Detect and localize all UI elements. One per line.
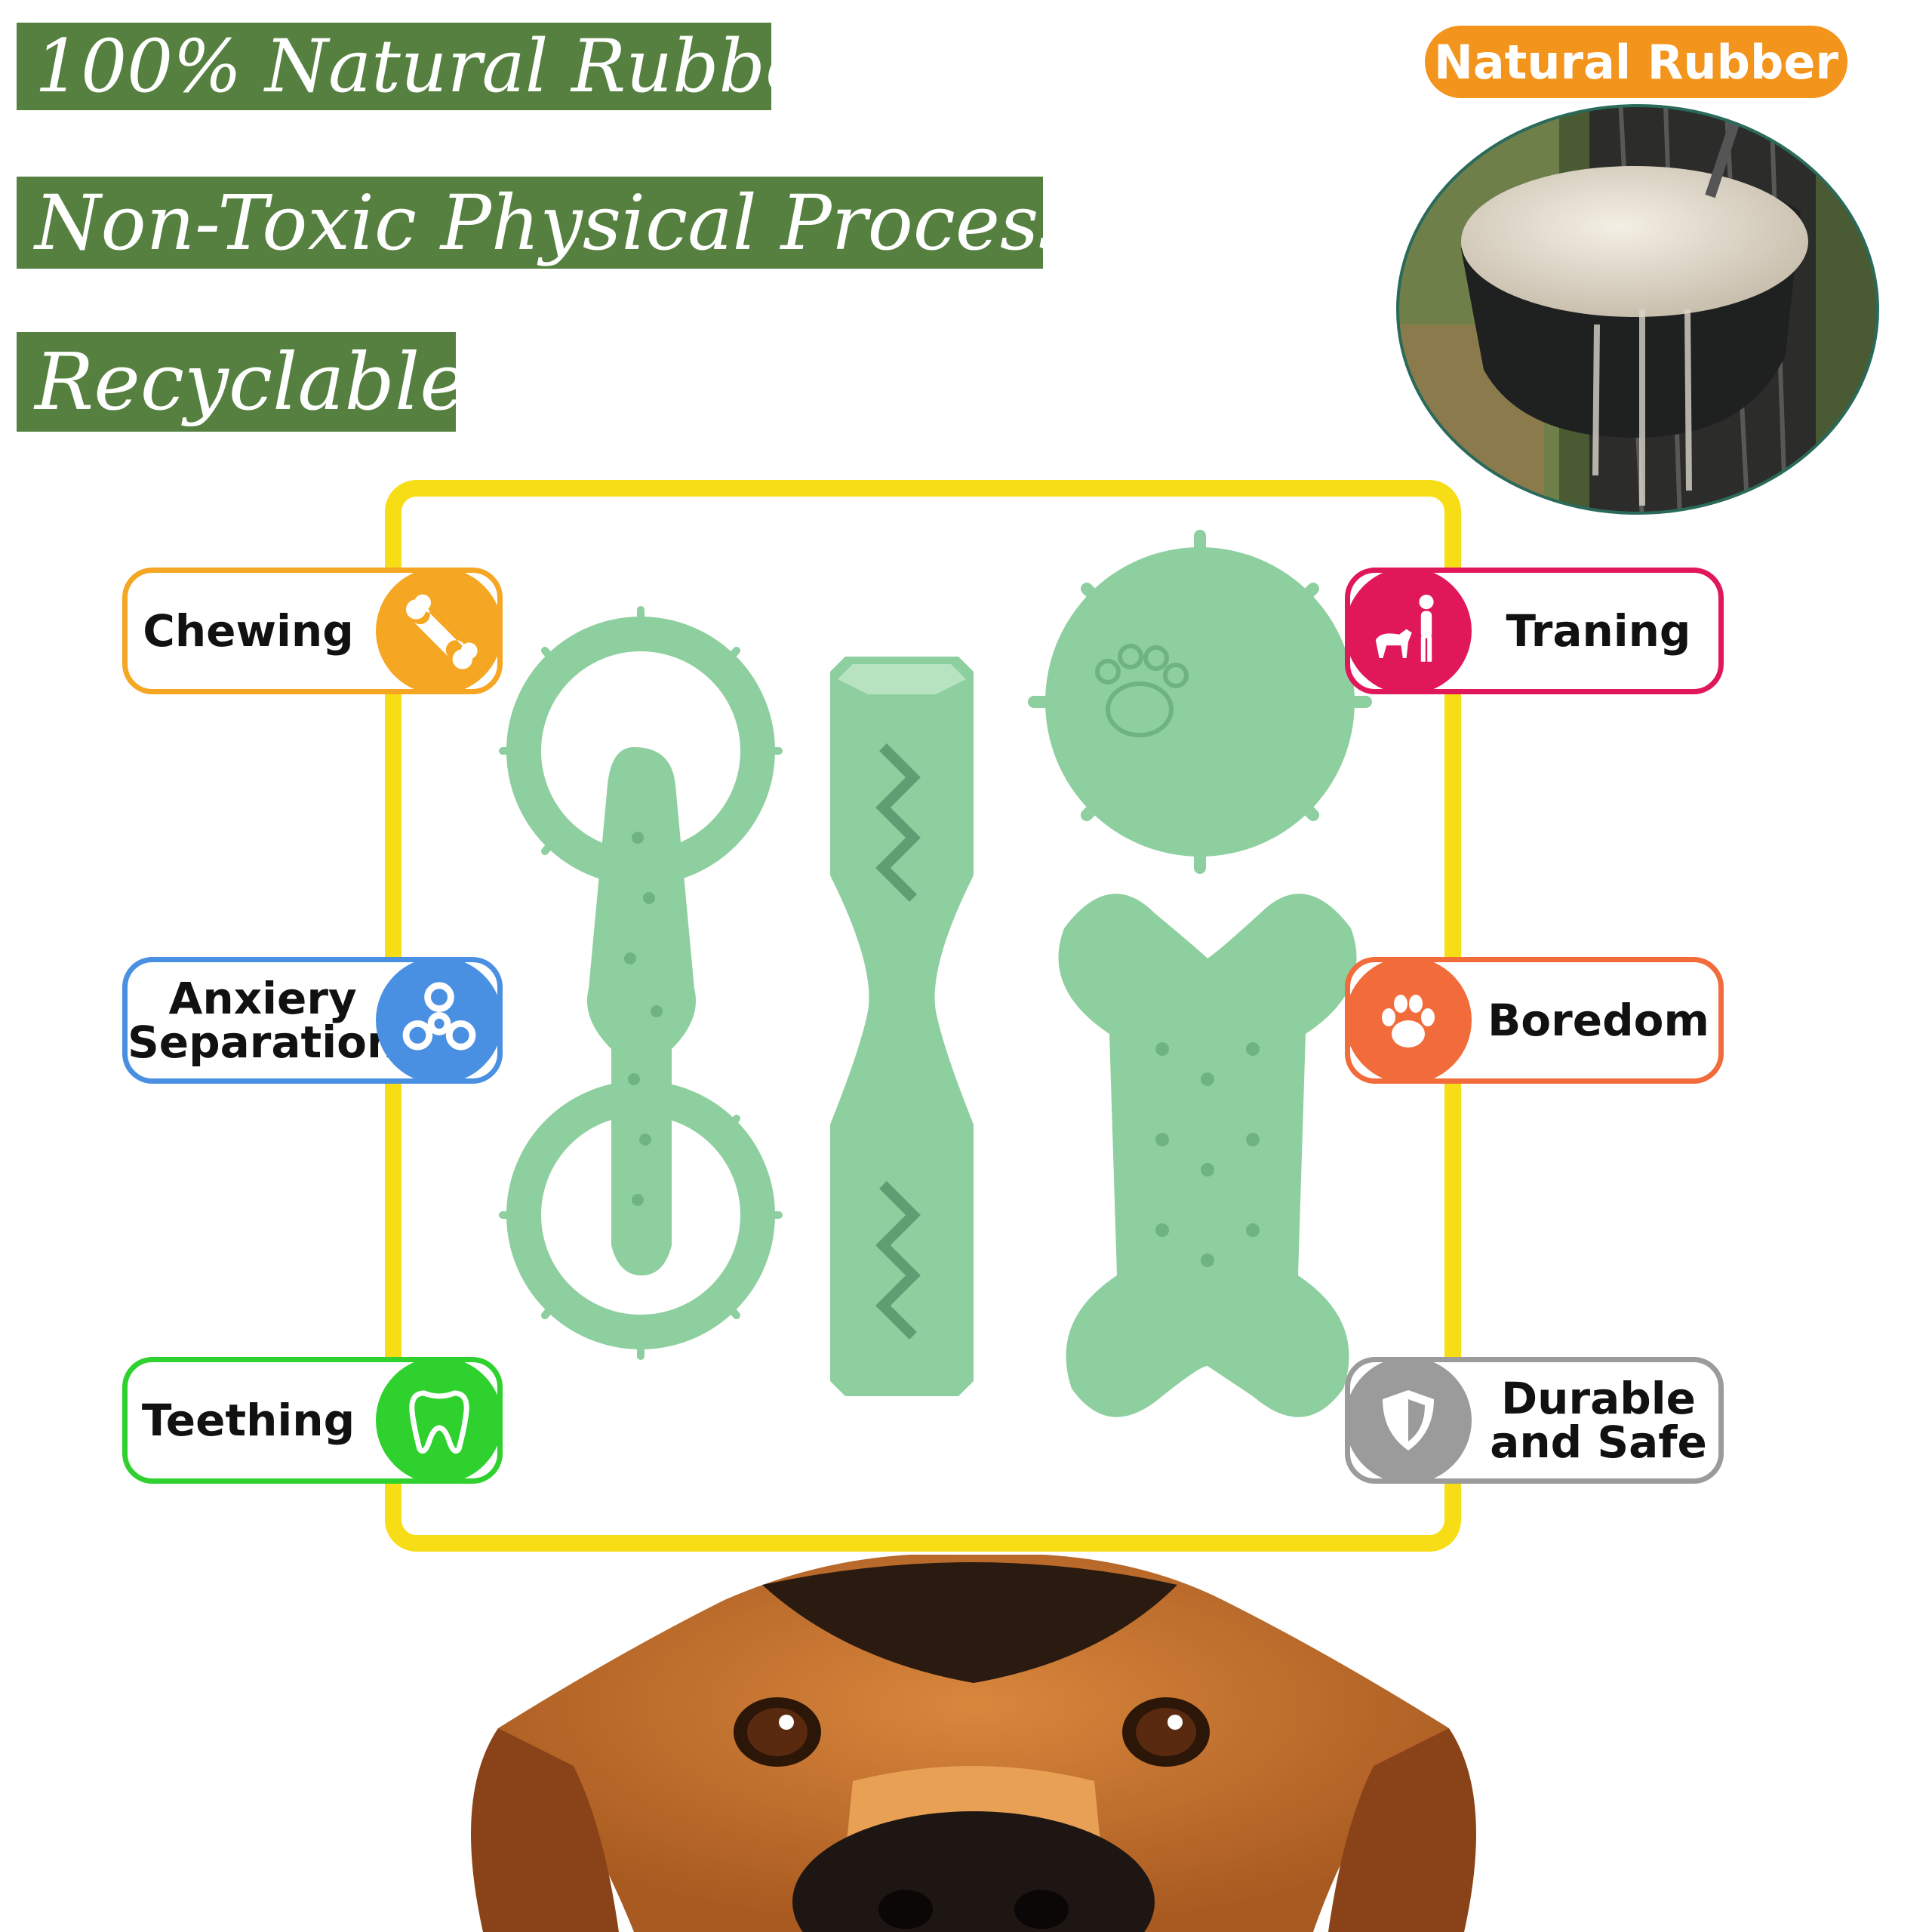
feature-label: Durable and Safe — [1490, 1373, 1707, 1468]
paw-icon — [1345, 957, 1472, 1084]
banner-non-toxic: Non-Toxic Physical Process — [17, 177, 1078, 269]
fidget-spinner-icon — [376, 957, 503, 1084]
feature-label: Boredom — [1487, 995, 1709, 1046]
banner-text: Recyclable — [35, 336, 466, 428]
feature-training: Traning — [1345, 568, 1724, 694]
feature-label: Chewing — [143, 605, 354, 657]
rubber-tree-photo — [1396, 104, 1879, 515]
shield-icon — [1345, 1357, 1472, 1484]
feature-label: Traning — [1506, 605, 1691, 657]
dog-face-photo — [471, 1555, 1476, 1932]
chew-toys-image — [499, 530, 1372, 1417]
tooth-icon — [376, 1357, 503, 1484]
banner-recyclable: Recyclable — [17, 332, 466, 432]
banner-text: Non-Toxic Physical Process — [35, 178, 1078, 267]
bone-icon — [376, 568, 503, 694]
banner-natural-rubber: 100% Natural Rubber — [17, 23, 843, 110]
feature-teething: Teething — [122, 1357, 503, 1484]
feature-boredom: Boredom — [1345, 957, 1724, 1084]
natural-rubber-badge: Natural Rubber — [1425, 26, 1847, 98]
feature-durable-safe: Durable and Safe — [1345, 1357, 1724, 1484]
dog-training-icon — [1345, 568, 1472, 694]
banner-text: 100% Natural Rubber — [35, 24, 843, 109]
feature-label: Teething — [141, 1395, 355, 1446]
product-frame — [385, 480, 1461, 1552]
feature-chewing: Chewing — [122, 568, 503, 694]
feature-label: Anxiery Separation — [128, 973, 398, 1068]
feature-anxiety-separation: Anxiery Separation — [122, 957, 503, 1084]
